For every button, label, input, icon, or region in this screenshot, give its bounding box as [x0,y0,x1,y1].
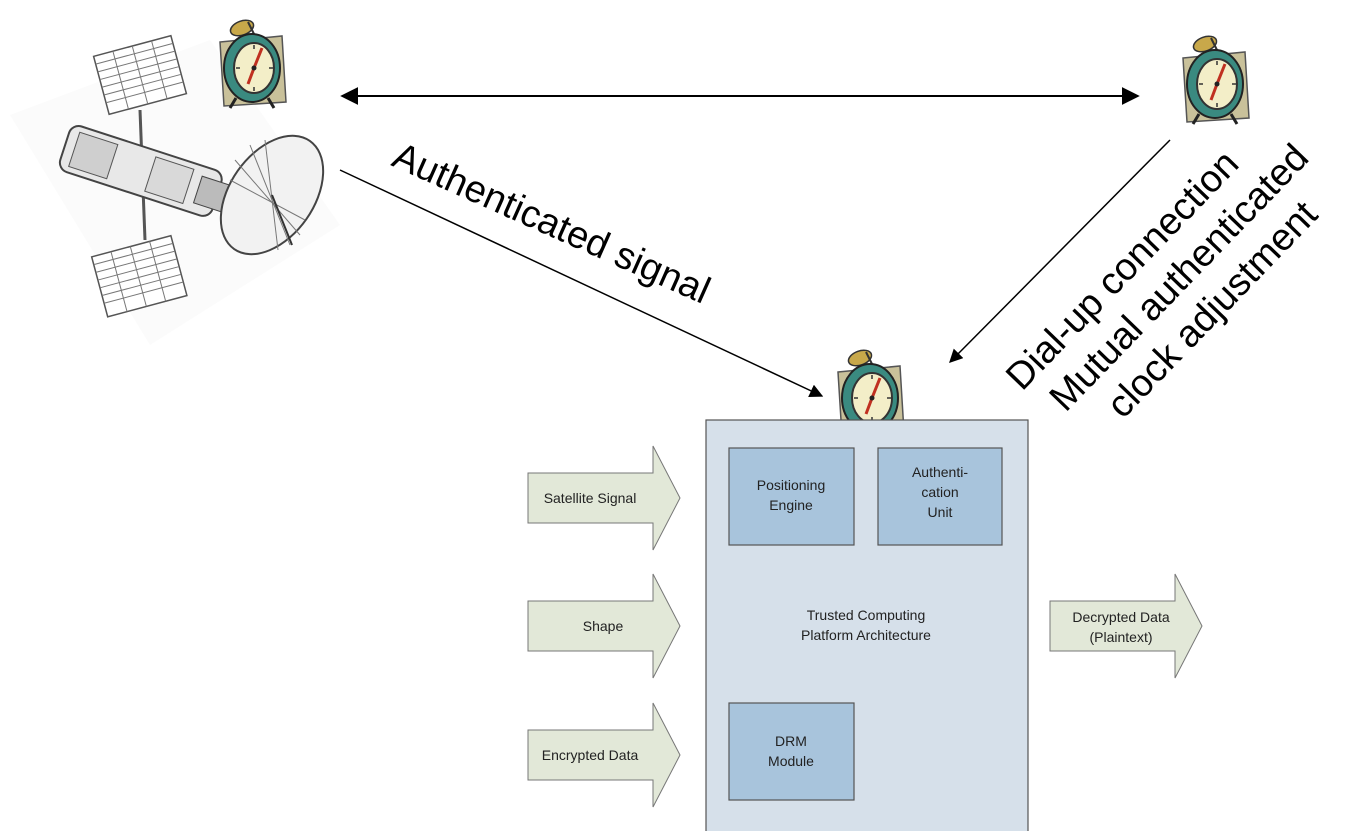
decrypted-data-output-arrow: Decrypted Data (Plaintext) [1049,573,1203,679]
satellite-clock-icon [218,15,288,110]
shape-input-arrow: Shape [527,573,681,679]
authenticated-signal-label: Authenticated signal [386,135,716,313]
encrypted-data-input-arrow: Encrypted Data [527,702,681,808]
shape-label: Shape [583,618,624,634]
authentication-unit-line-2: cation [921,484,958,500]
drm-module-box: DRM Module [728,702,855,801]
satellite-icon [10,34,340,345]
platform-title: Trusted Computing Platform Architecture [801,607,931,643]
platform-title-line-2: Platform Architecture [801,627,931,643]
authentication-unit-line-1: Authenti- [912,464,968,480]
positioning-engine-box: Positioning Engine [728,447,855,546]
drm-module-line-1: DRM [775,733,807,749]
authentication-unit-box: Authenti- cation Unit [877,447,1003,546]
decrypted-data-line-2: (Plaintext) [1089,629,1152,645]
positioning-engine-line-2: Engine [769,497,813,513]
authentication-unit-line-3: Unit [928,504,953,520]
authenticated-signal-arrow [339,169,824,397]
dialup-label-group: Dial-up connection Mutual authenticated … [998,136,1326,426]
server-clock-icon [1181,31,1251,126]
satellite-signal-input-arrow: Satellite Signal [527,445,681,551]
dialup-label-line-2: Mutual authenticated [1042,136,1317,419]
drm-module-line-2: Module [768,753,814,769]
positioning-engine-line-1: Positioning [757,477,826,493]
platform-title-line-1: Trusted Computing [807,607,926,623]
encrypted-data-label: Encrypted Data [542,747,639,763]
satellite-signal-label: Satellite Signal [544,490,637,506]
decrypted-data-line-1: Decrypted Data [1072,609,1169,625]
dialup-arrow [949,139,1171,363]
